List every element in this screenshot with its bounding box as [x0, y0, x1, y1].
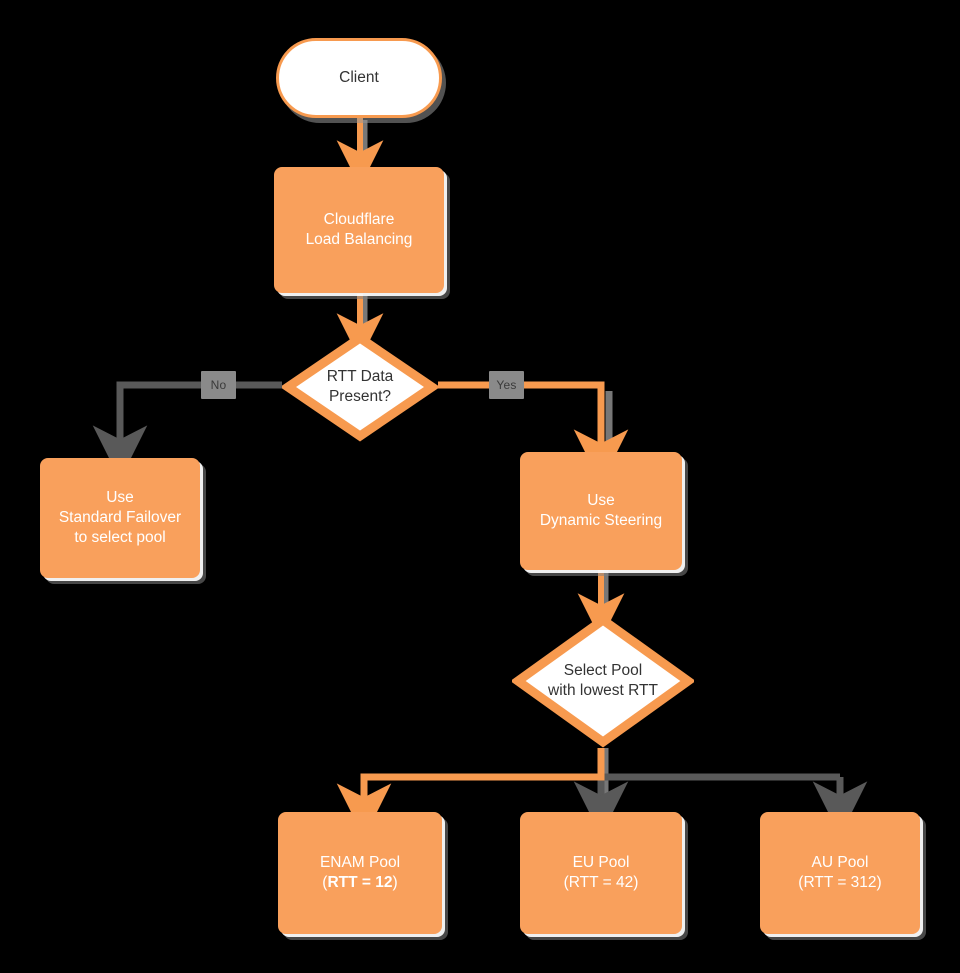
node-standard-failover-line2: Standard Failover: [58, 509, 182, 527]
node-rtt-data-present-line2: Present?: [328, 388, 392, 405]
node-enam-pool-paren-open: (: [322, 874, 328, 891]
node-enam-pool[interactable]: ENAM Pool (RTT = 12): [278, 812, 442, 934]
node-rtt-data-present-line1: RTT Data: [326, 368, 394, 386]
node-eu-pool[interactable]: EU Pool (RTT = 42): [520, 812, 682, 934]
node-dynamic-steering-line1: Use: [587, 492, 615, 510]
edge-selectpool-to-enampool: [336, 748, 605, 839]
node-select-pool[interactable]: Select Pool with lowest RTT: [512, 614, 694, 748]
node-dynamic-steering[interactable]: Use Dynamic Steering: [520, 452, 682, 570]
node-load-balancing-line1: Cloudflare: [323, 211, 395, 229]
node-au-pool[interactable]: AU Pool (RTT = 312): [760, 812, 920, 934]
node-select-pool-line2: with lowest RTT: [548, 682, 658, 699]
node-client[interactable]: Client: [276, 38, 442, 118]
rtt-data-present-diamond-shape: [282, 332, 438, 442]
node-au-pool-rtt: (RTT = 312): [798, 874, 882, 891]
node-enam-pool-paren-close: ): [392, 874, 398, 891]
node-enam-pool-rtt-value: RTT = 12: [327, 874, 393, 891]
node-standard-failover-line1: Use: [106, 489, 134, 507]
node-standard-failover[interactable]: Use Standard Failover to select pool: [40, 458, 200, 578]
node-load-balancing[interactable]: Cloudflare Load Balancing: [274, 167, 444, 293]
node-standard-failover-line3: to select pool: [74, 528, 166, 546]
node-select-pool-line1: Select Pool: [563, 662, 643, 680]
node-client-label: Client: [339, 69, 379, 87]
edge-label-no: No: [201, 371, 236, 399]
node-rtt-data-present[interactable]: RTT Data Present?: [282, 332, 438, 442]
node-eu-pool-rtt: (RTT = 42): [563, 874, 639, 891]
node-dynamic-steering-line2: Dynamic Steering: [539, 512, 663, 529]
node-load-balancing-line2: Load Balancing: [305, 231, 413, 248]
node-enam-pool-label: ENAM Pool: [319, 854, 401, 872]
node-enam-pool-rtt: (RTT = 12): [320, 873, 400, 893]
select-pool-diamond-shape: [512, 614, 694, 748]
node-eu-pool-label: EU Pool: [572, 854, 630, 872]
edge-label-yes: Yes: [489, 371, 524, 399]
node-au-pool-label: AU Pool: [811, 854, 869, 872]
